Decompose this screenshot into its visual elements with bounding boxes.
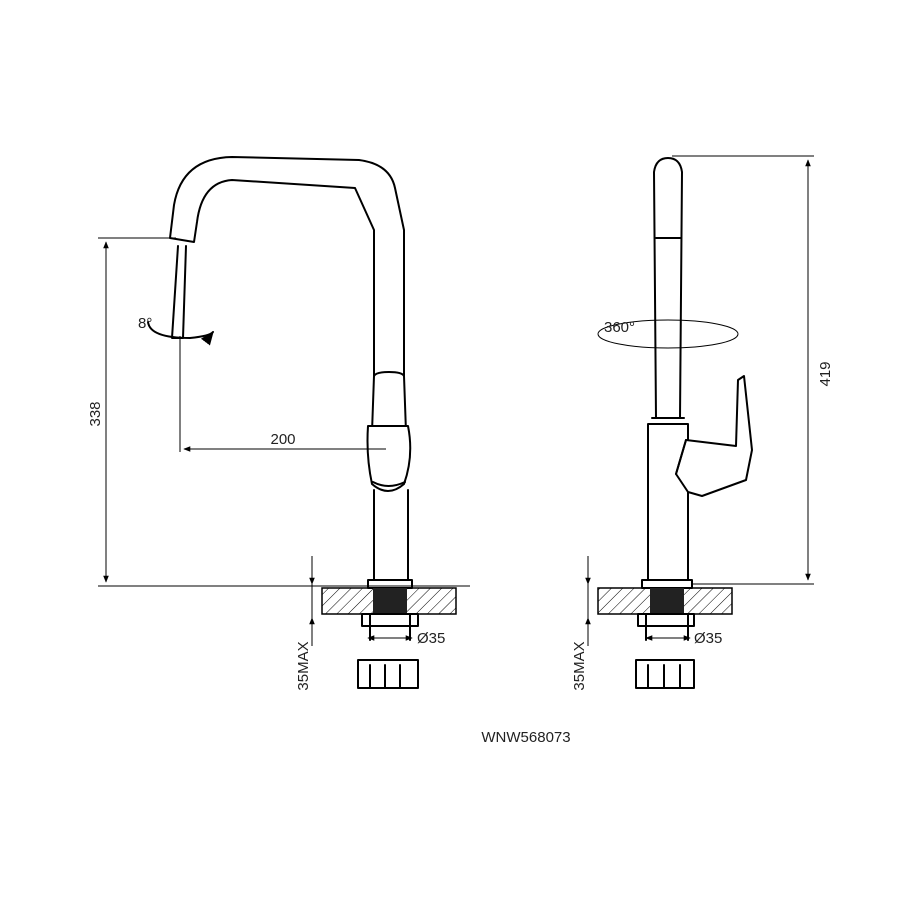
front-fixing-nut (357, 659, 419, 689)
front-body-lower (373, 489, 409, 581)
angle-arrow (147, 321, 214, 346)
dim-338-label: 338 (87, 401, 104, 426)
front-water-stream (171, 245, 187, 339)
dim-200-label: 200 (270, 431, 295, 448)
rotation-label: 360° (604, 319, 635, 336)
side-lever (675, 375, 753, 497)
side-view: 360° 419 35MAX Ø35 (571, 155, 834, 691)
side-nut (637, 613, 695, 627)
side-base-ring (641, 579, 693, 589)
front-base-ring (367, 579, 413, 589)
model-code: WNW568073 (481, 729, 570, 746)
side-fixing-nut (635, 659, 695, 689)
front-shank-thread (373, 588, 407, 614)
side-deck-label: 35MAX (571, 641, 588, 690)
side-lever-edge (675, 439, 687, 475)
deck-label: 35MAX (295, 641, 312, 690)
side-shank-thread (650, 588, 684, 614)
front-lever-edge (372, 481, 406, 487)
dim-419-label: 419 (817, 361, 834, 386)
dim-angle-label: 8° (138, 315, 152, 332)
front-body-upper (371, 371, 407, 433)
front-nut (361, 613, 419, 627)
front-lever (366, 425, 412, 492)
front-view: 338 200 8° 35MAX Ø35 (87, 156, 470, 691)
front-spout (169, 156, 405, 377)
hole-dim-label: Ø35 (417, 630, 445, 647)
side-spout (653, 157, 683, 419)
side-body (647, 423, 689, 581)
rotation-ellipse (597, 319, 739, 349)
side-hole-dim-label: Ø35 (694, 630, 722, 647)
